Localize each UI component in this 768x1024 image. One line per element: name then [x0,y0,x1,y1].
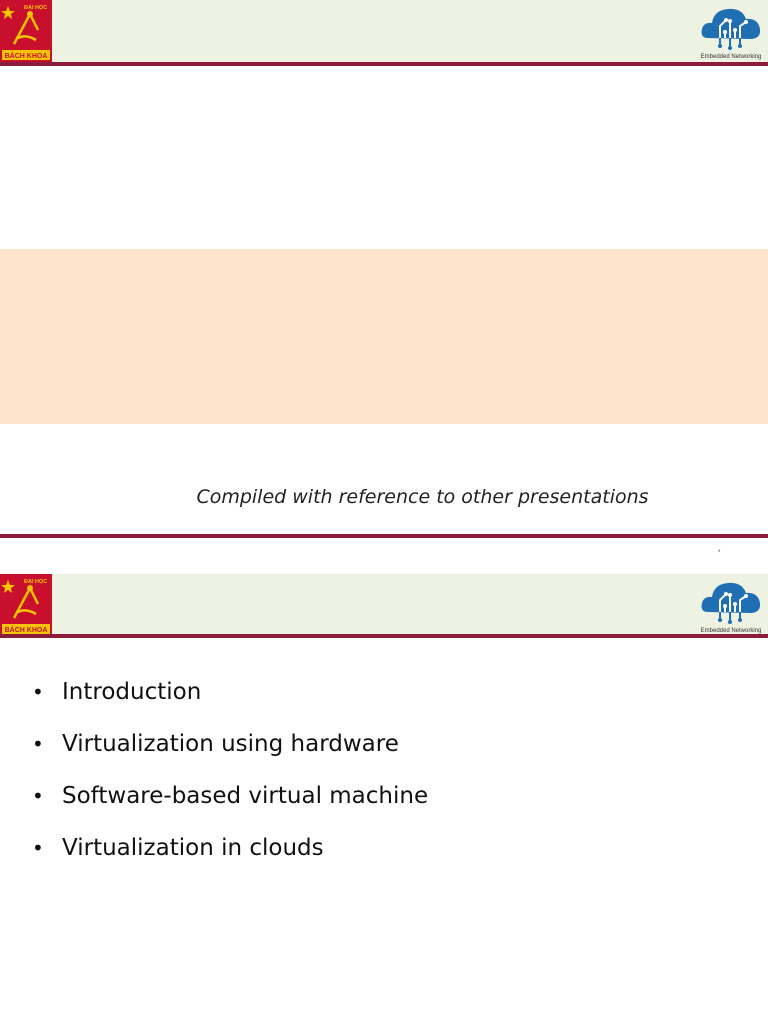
bullet-icon: • [32,732,44,756]
svg-text:BÁCH KHOA: BÁCH KHOA [5,625,48,634]
outline-list: • Introduction • Virtualization using hard… [30,678,428,886]
slide-header: ĐẠI HỌC BÁCH KHOA Embedded Networking [0,0,768,62]
embedded-networking-logo: Embedded Networking [701,582,762,634]
title-band [0,249,768,424]
footer-divider [0,534,768,538]
list-item: • Virtualization in clouds [30,834,428,886]
header-divider [0,62,768,66]
slide-subtitle: Compiled with reference to other present… [196,486,649,508]
bullet-icon: • [32,680,44,704]
list-item: • Introduction [30,678,428,730]
embedded-networking-logo: Embedded Networking [701,8,762,60]
svg-text:BÁCH KHOA: BÁCH KHOA [5,51,48,60]
list-item-text: Virtualization using hardware [62,731,399,757]
svg-text:Embedded Networking: Embedded Networking [701,628,762,634]
list-item-text: Software-based virtual machine [62,783,429,809]
list-item-text: Introduction [62,679,202,705]
slide-1: ĐẠI HỌC BÁCH KHOA Embedded Networking [0,0,768,558]
header-divider [0,634,768,638]
svg-text:ĐẠI HỌC: ĐẠI HỌC [24,5,47,11]
list-item-text: Virtualization in clouds [62,835,324,861]
svg-text:ĐẠI HỌC: ĐẠI HỌC [24,579,47,585]
list-item: • Software-based virtual machine [30,782,428,834]
bullet-icon: • [32,784,44,808]
slide-2: ĐẠI HỌC BÁCH KHOA Embedded Networking [0,574,768,1024]
list-item: • Virtualization using hardware [30,730,428,782]
university-logo: ĐẠI HỌC BÁCH KHOA [0,0,52,62]
slide-gap [0,552,768,574]
bullet-icon: • [32,836,44,860]
slide-header: ĐẠI HỌC BÁCH KHOA Embedded Networking [0,574,768,636]
svg-text:Embedded Networking: Embedded Networking [701,54,762,60]
university-logo: ĐẠI HỌC BÁCH KHOA [0,574,52,636]
